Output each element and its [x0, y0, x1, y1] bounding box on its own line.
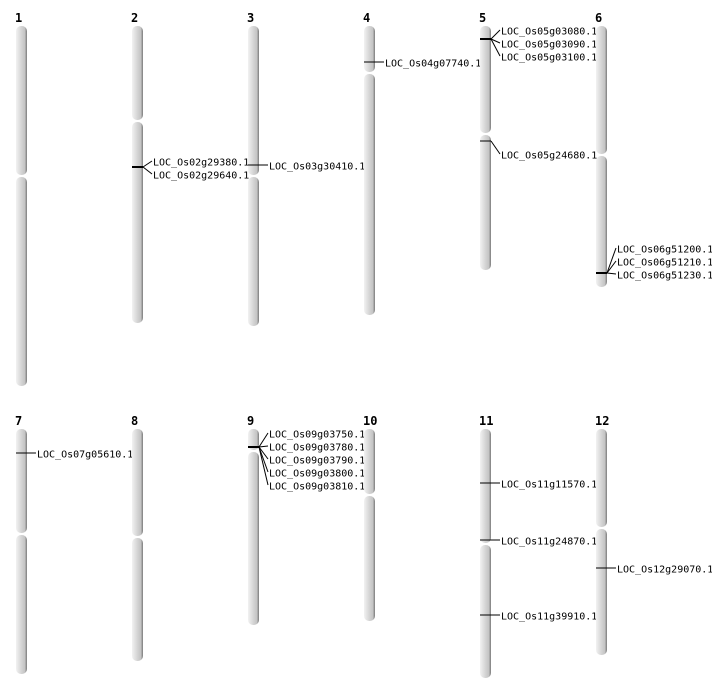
chromosome-number: 10	[363, 414, 377, 428]
chromosome-number: 8	[131, 414, 138, 428]
chromosome-number: 9	[247, 414, 254, 428]
gene-leader-line	[490, 140, 501, 155]
chromosome-arm-long	[596, 529, 607, 655]
gene-label: LOC_Os11g11570.1	[501, 480, 597, 491]
chromosome-arm-short	[596, 26, 607, 154]
gene-leader-line	[490, 38, 501, 44]
chromosome-arm-long	[16, 535, 27, 674]
chromosome-number: 11	[479, 414, 493, 428]
gene-label: LOC_Os11g24870.1	[501, 537, 597, 548]
gene-label: LOC_Os09g03750.1	[269, 430, 365, 441]
chromosome-number: 5	[479, 11, 486, 25]
gene-label: LOC_Os09g03810.1	[269, 482, 365, 493]
gene-label: LOC_Os07g05610.1	[37, 450, 133, 461]
chromosome-number: 7	[15, 414, 22, 428]
chromosome-arm-long	[248, 177, 259, 326]
chromosome-number: 3	[247, 11, 254, 25]
gene-label: LOC_Os02g29640.1	[153, 171, 249, 182]
chromosome-11: 11LOC_Os11g11570.1LOC_Os11g24870.1LOC_Os…	[479, 414, 597, 678]
gene-leader-line	[606, 272, 617, 275]
gene-leader-line	[606, 247, 617, 274]
chromosome-arm-long	[16, 177, 27, 386]
chromosome-arm-long	[248, 452, 259, 625]
chromosome-5: 5LOC_Os05g03080.1LOC_Os05g03090.1LOC_Os0…	[479, 11, 597, 270]
gene-leader-line	[258, 446, 269, 460]
chromosome-number: 2	[131, 11, 138, 25]
chromosome-1: 1	[15, 11, 27, 386]
gene-label: LOC_Os06g51230.1	[617, 271, 712, 282]
gene-label: LOC_Os12g29070.1	[617, 565, 712, 576]
chromosome-arm-short	[364, 429, 375, 494]
chromosome-arm-long	[132, 538, 143, 661]
chromosome-10: 10	[363, 414, 377, 621]
chromosome-number: 12	[595, 414, 609, 428]
chromosome-arm-short	[364, 26, 375, 72]
chromosome-arm-short	[132, 429, 143, 536]
gene-label: LOC_Os11g39910.1	[501, 612, 597, 623]
chromosome-number: 6	[595, 11, 602, 25]
gene-label: LOC_Os05g03100.1	[501, 53, 597, 64]
chromosome-arm-short	[248, 26, 259, 175]
gene-leader-line	[490, 29, 501, 40]
chromosome-arm-long	[132, 122, 143, 323]
gene-leader-line	[142, 166, 153, 175]
gene-label: LOC_Os04g07740.1	[385, 59, 481, 70]
chromosome-arm-short	[480, 429, 491, 543]
chromosome-arm-short	[132, 26, 143, 120]
chromosome-9: 9LOC_Os09g03750.1LOC_Os09g03780.1LOC_Os0…	[247, 414, 365, 625]
gene-label: LOC_Os09g03800.1	[269, 469, 365, 480]
gene-leader-line	[258, 432, 269, 448]
gene-label: LOC_Os05g03090.1	[501, 40, 597, 51]
gene-label: LOC_Os02g29380.1	[153, 158, 249, 169]
chromosome-6: 6LOC_Os06g51200.1LOC_Os06g51210.1LOC_Os0…	[595, 11, 712, 287]
chromosome-arm-short	[480, 26, 491, 133]
chromosome-arm-long	[364, 496, 375, 621]
chromosome-arm-long	[596, 156, 607, 287]
gene-leader-line	[258, 445, 269, 448]
gene-label: LOC_Os09g03790.1	[269, 456, 365, 467]
chromosome-arm-short	[596, 429, 607, 527]
gene-label: LOC_Os06g51210.1	[617, 258, 712, 269]
gene-leader-line	[606, 260, 617, 274]
chromosome-arm-short	[16, 26, 27, 175]
gene-label: LOC_Os09g03780.1	[269, 443, 365, 454]
chromosome-8: 8	[131, 414, 143, 661]
gene-label: LOC_Os03g30410.1	[269, 162, 365, 173]
gene-leader-line	[142, 160, 153, 168]
gene-label: LOC_Os06g51200.1	[617, 245, 712, 256]
chromosome-arm-long	[480, 135, 491, 270]
chromosome-arm-long	[480, 545, 491, 678]
chromosome-arm-short	[248, 429, 259, 450]
gene-leader-line	[258, 446, 269, 486]
gene-leader-line	[490, 38, 501, 57]
chromosome-arm-long	[364, 74, 375, 315]
gene-label: LOC_Os05g03080.1	[501, 27, 597, 38]
chromosome-arm-short	[16, 429, 27, 533]
gene-label: LOC_Os05g24680.1	[501, 151, 597, 162]
chromosome-number: 1	[15, 11, 22, 25]
chromosome-number: 4	[363, 11, 370, 25]
